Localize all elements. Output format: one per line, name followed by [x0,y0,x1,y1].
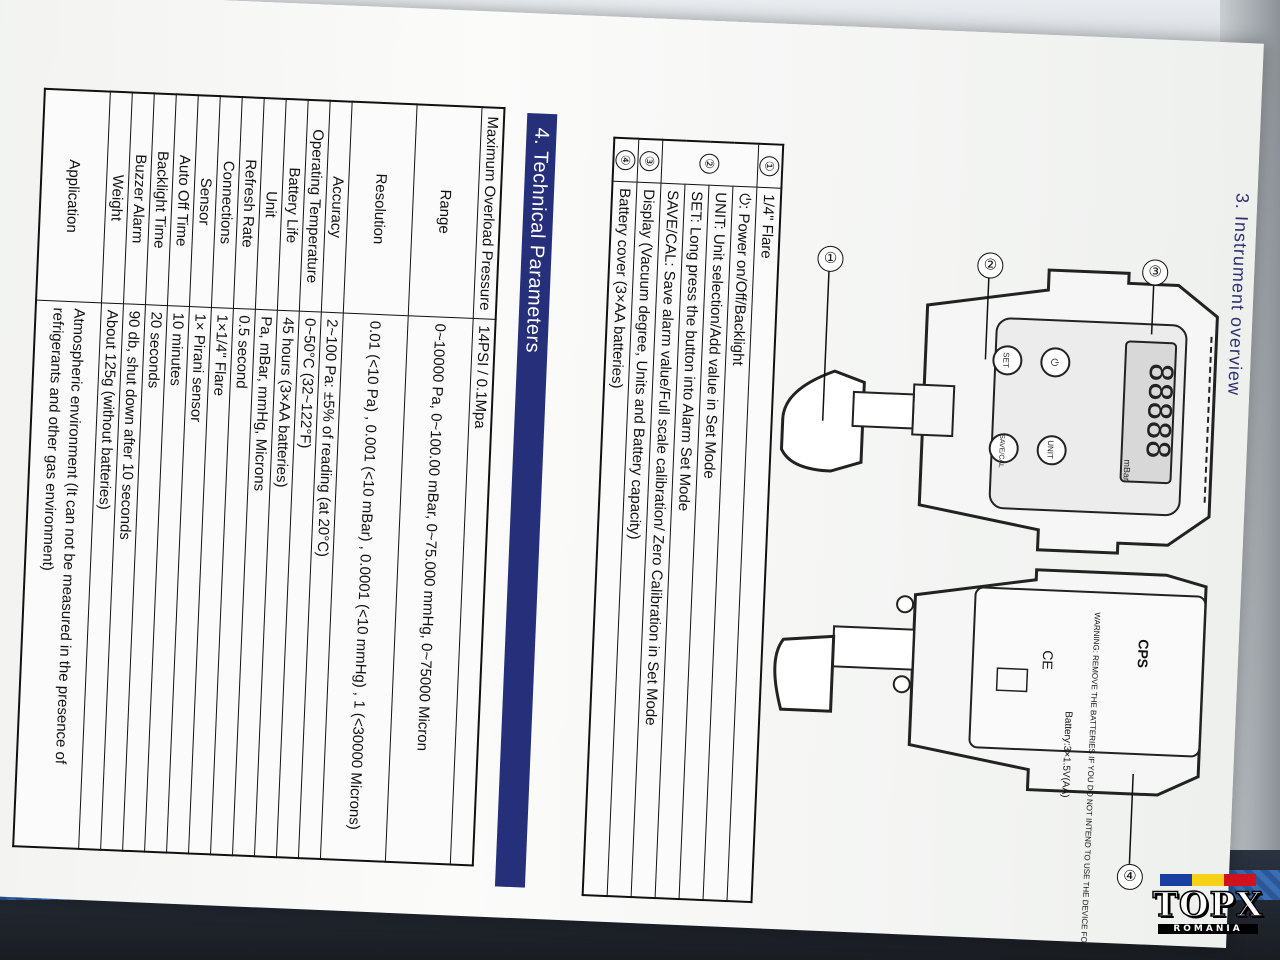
legend-number: ② [661,139,759,188]
legend-number: ① [756,143,784,189]
spec-key: Range [408,104,483,319]
device-illustration: Battery:3×1.5V(AA) CPS WARNING: REMOVE T… [731,238,1259,948]
spec-key: Application [36,88,111,303]
battery-note: Battery:3×1.5V(AA) [1059,711,1074,798]
romania-flag-icon [1160,874,1256,886]
spec-key: Resolution [343,101,418,316]
vacuum-gauge-drawing: Battery:3×1.5V(AA) CPS WARNING: REMOVE T… [773,268,1219,948]
set-button-label: SET [1001,352,1011,368]
power-button-label: ⏻ [1048,358,1059,366]
recycle-bin-icon [995,667,1029,693]
logo-country: ROMANIA [1158,924,1258,934]
ce-mark: CE [1039,650,1056,670]
gauge-rear-view: Battery:3×1.5V(AA) CPS WARNING: REMOVE T… [773,568,1208,948]
topx-romania-logo: TOPX ROMANIA [1144,874,1272,954]
gauge-front-view [779,268,1219,555]
display-unit: mBar [1121,459,1132,481]
logo-wordmark: TOPX [1152,885,1264,925]
legend-number: ④ [612,137,639,183]
brand-badge: CPS [1135,639,1152,668]
legend-number: ③ [637,138,663,184]
display-digits: 88888 [1138,362,1180,460]
section-4-title: 4. Technical Parameters [494,113,558,888]
unit-button-label: UNIT [1045,440,1055,459]
save-cal-button-label: SAVE/CAL [997,434,1005,468]
